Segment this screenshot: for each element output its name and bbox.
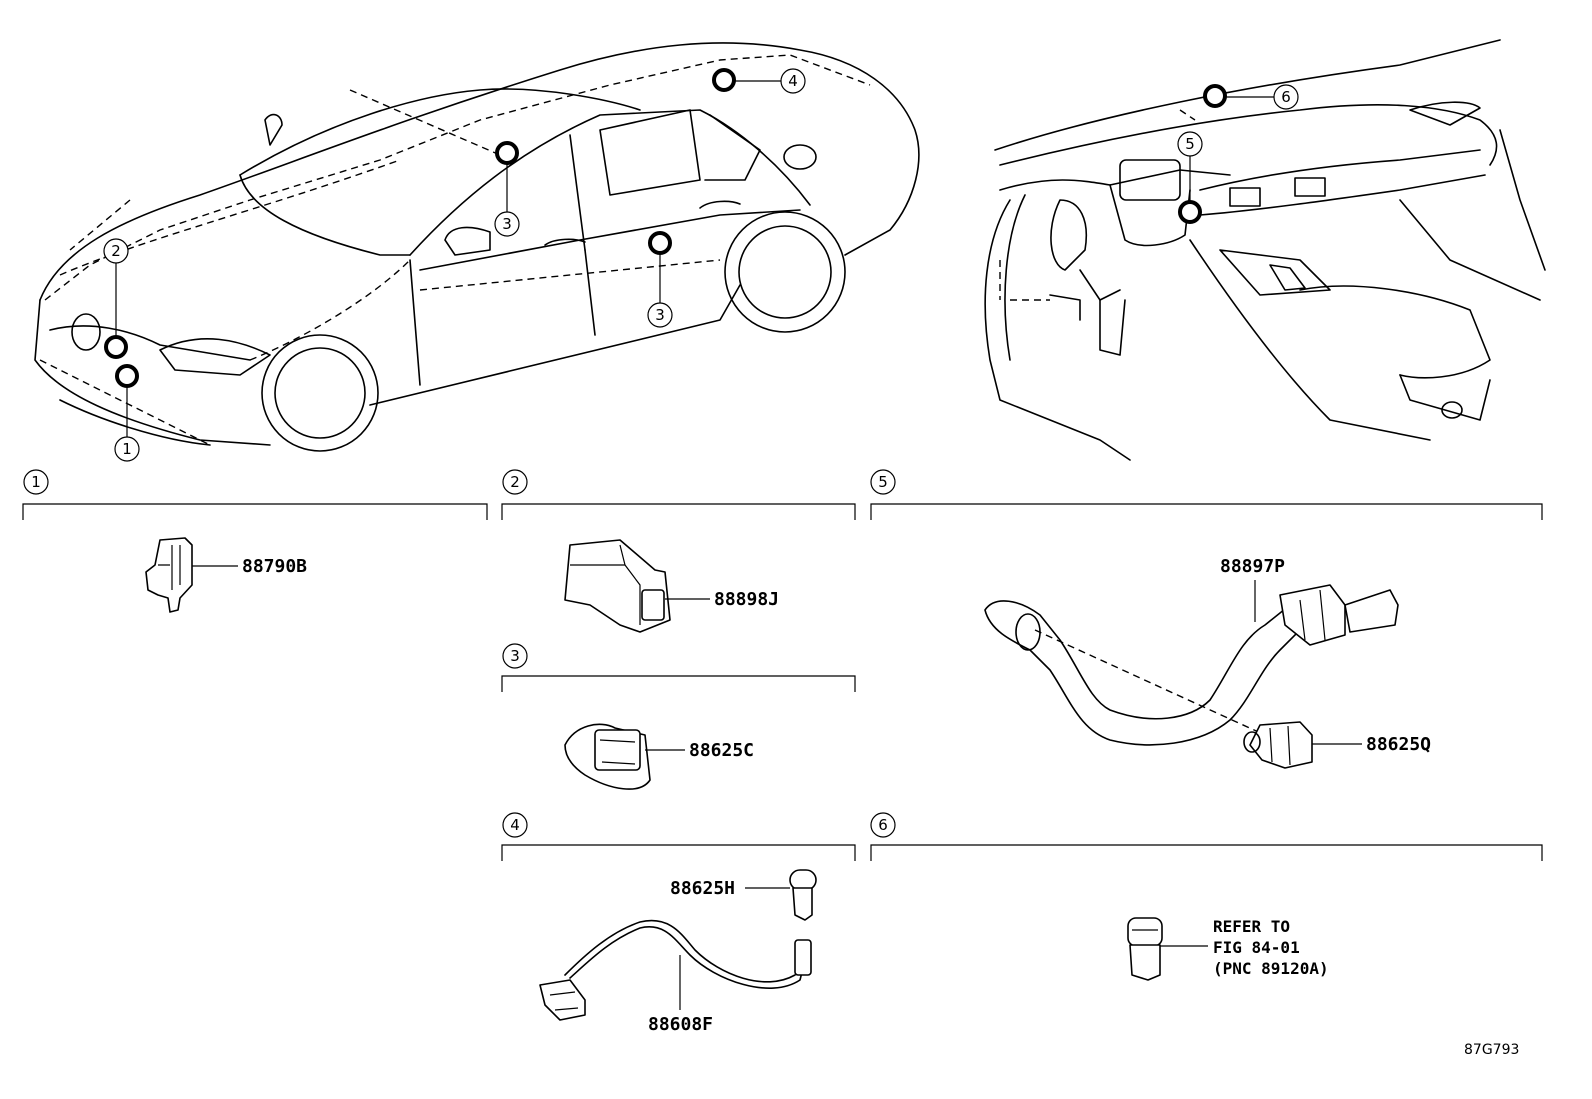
svg-text:1: 1 [122, 440, 132, 458]
callout-4: 4 [780, 68, 806, 94]
marker-4 [712, 68, 736, 92]
note-line-1: REFER TO [1213, 917, 1290, 936]
svg-text:4: 4 [510, 816, 520, 834]
svg-text:3: 3 [510, 647, 520, 665]
part-88625Q: 88625Q [1243, 721, 1431, 769]
svg-text:1: 1 [31, 473, 41, 491]
section-3-header: 3 [501, 643, 856, 692]
part-label-88898J: 88898J [714, 589, 779, 610]
svg-text:4: 4 [788, 72, 798, 90]
part-section-6: REFER TO FIG 84-01 (PNC 89120A) [1127, 917, 1329, 981]
svg-text:2: 2 [111, 242, 121, 260]
callout-2: 2 [103, 238, 129, 264]
svg-text:3: 3 [655, 306, 665, 324]
part-label-88625C: 88625C [689, 740, 754, 761]
marker-1 [115, 364, 139, 388]
callout-3b: 3 [647, 302, 673, 328]
figure-id: 87G793 [1464, 1042, 1519, 1058]
section-2-header: 2 [501, 469, 856, 520]
part-88625C: 88625C [564, 723, 754, 790]
svg-text:6: 6 [878, 816, 888, 834]
marker-2 [104, 335, 128, 359]
svg-text:3: 3 [502, 215, 512, 233]
callout-3a: 3 [494, 211, 520, 237]
part-88625H: 88625H [670, 869, 817, 921]
note-line-3: (PNC 89120A) [1213, 959, 1329, 978]
svg-text:6: 6 [1281, 88, 1291, 106]
section-5-header: 5 [870, 469, 1543, 520]
part-label-88625Q: 88625Q [1366, 734, 1431, 755]
note-line-2: FIG 84-01 [1213, 938, 1300, 957]
interior-illustration [984, 39, 1546, 461]
part-88897P: 88897P [984, 556, 1399, 746]
marker-3b [648, 231, 672, 255]
svg-text:2: 2 [510, 473, 520, 491]
part-label-88897P: 88897P [1220, 556, 1285, 577]
part-label-88790B: 88790B [242, 556, 307, 577]
marker-5 [1178, 200, 1202, 224]
part-label-88608F: 88608F [648, 1014, 713, 1035]
callout-5: 5 [1177, 131, 1203, 157]
part-88790B: 88790B [145, 537, 307, 613]
section-1-header: 1 [22, 469, 488, 520]
callout-leaders [115, 80, 1274, 437]
svg-text:5: 5 [1185, 135, 1195, 153]
marker-6 [1203, 84, 1227, 108]
svg-text:5: 5 [878, 473, 888, 491]
callout-1: 1 [114, 436, 140, 462]
marker-3a [495, 141, 519, 165]
car-exterior-illustration [34, 42, 920, 452]
callout-6: 6 [1273, 84, 1299, 110]
section-6-header: 6 [870, 812, 1543, 861]
part-88608F: 88608F [539, 919, 812, 1035]
callouts: 1 2 3 3 4 5 6 [103, 68, 1299, 462]
location-markers [104, 68, 1227, 388]
section-4-header: 4 [501, 812, 856, 861]
part-label-88625H: 88625H [670, 878, 735, 899]
part-88898J: 88898J [564, 539, 779, 633]
